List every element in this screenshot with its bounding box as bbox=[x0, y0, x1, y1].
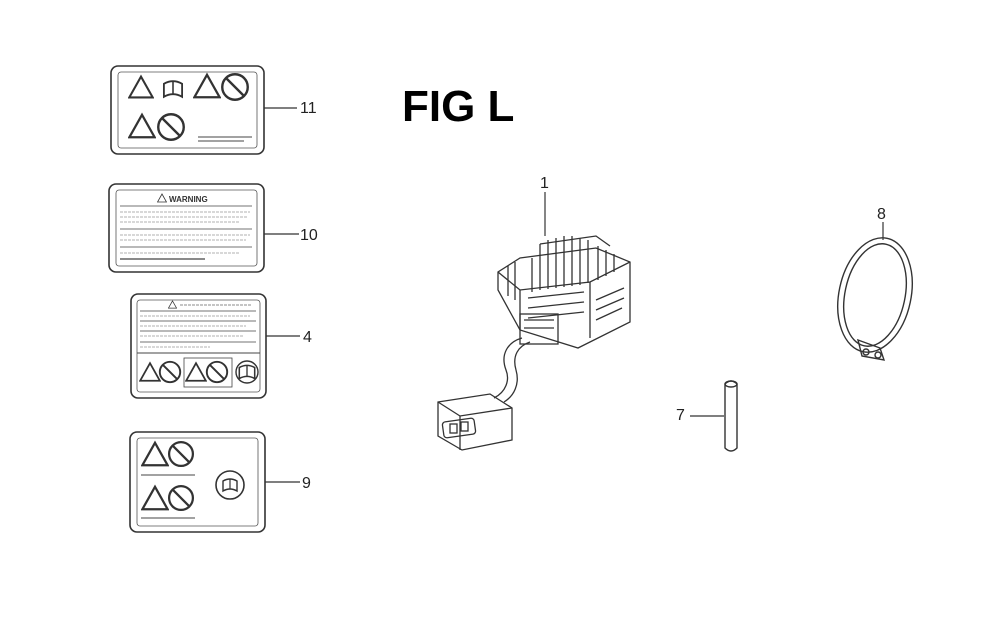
warning-triangle-icon bbox=[185, 362, 207, 382]
callout-9: 9 bbox=[265, 475, 311, 492]
warning-triangle-icon bbox=[193, 73, 221, 99]
prohibition-circle-icon bbox=[157, 113, 185, 141]
label-part-4[interactable] bbox=[130, 293, 267, 399]
prohibition-circle-icon bbox=[167, 440, 195, 468]
prohibition-circle-icon bbox=[221, 73, 249, 101]
callout-7: 7 bbox=[676, 407, 724, 424]
warning-triangle-icon bbox=[141, 441, 169, 467]
callout-10: 10 bbox=[264, 227, 318, 244]
callout-4-label: 4 bbox=[303, 329, 312, 346]
figure-title: FIG L bbox=[402, 82, 514, 131]
callout-11: 11 bbox=[264, 100, 317, 117]
label-part-10[interactable]: WARNING bbox=[108, 183, 265, 273]
callout-11-label: 11 bbox=[300, 100, 317, 117]
prohibition-circle-icon bbox=[205, 360, 229, 384]
callout-10-label: 10 bbox=[300, 227, 318, 244]
callout-7-label: 7 bbox=[676, 407, 685, 424]
warning-triangle-icon bbox=[141, 485, 169, 511]
callout-1: 1 bbox=[540, 175, 549, 236]
warning-triangle-icon bbox=[128, 75, 154, 99]
part-1-regulator-rectifier[interactable] bbox=[437, 235, 631, 451]
label-part-9[interactable] bbox=[129, 431, 266, 533]
callout-9-label: 9 bbox=[302, 475, 311, 492]
callout-1-label: 1 bbox=[540, 175, 549, 192]
warning-triangle-icon bbox=[168, 300, 177, 309]
warning-label-header: WARNING bbox=[169, 195, 208, 204]
callout-8-label: 8 bbox=[877, 206, 886, 223]
part-7-tube[interactable] bbox=[724, 380, 738, 452]
prohibition-circle-icon bbox=[158, 360, 182, 384]
label-part-11[interactable] bbox=[110, 65, 265, 155]
part-8-band-clamp[interactable] bbox=[828, 231, 923, 361]
manual-book-icon bbox=[162, 80, 184, 98]
callout-4: 4 bbox=[266, 329, 312, 346]
warning-triangle-icon bbox=[139, 362, 161, 382]
prohibition-circle-icon bbox=[167, 484, 195, 512]
warning-triangle-icon bbox=[128, 113, 156, 139]
warning-triangle-icon bbox=[157, 193, 167, 203]
manual-book-icon bbox=[238, 364, 256, 380]
callout-8: 8 bbox=[877, 206, 886, 240]
manual-book-icon bbox=[215, 470, 245, 500]
